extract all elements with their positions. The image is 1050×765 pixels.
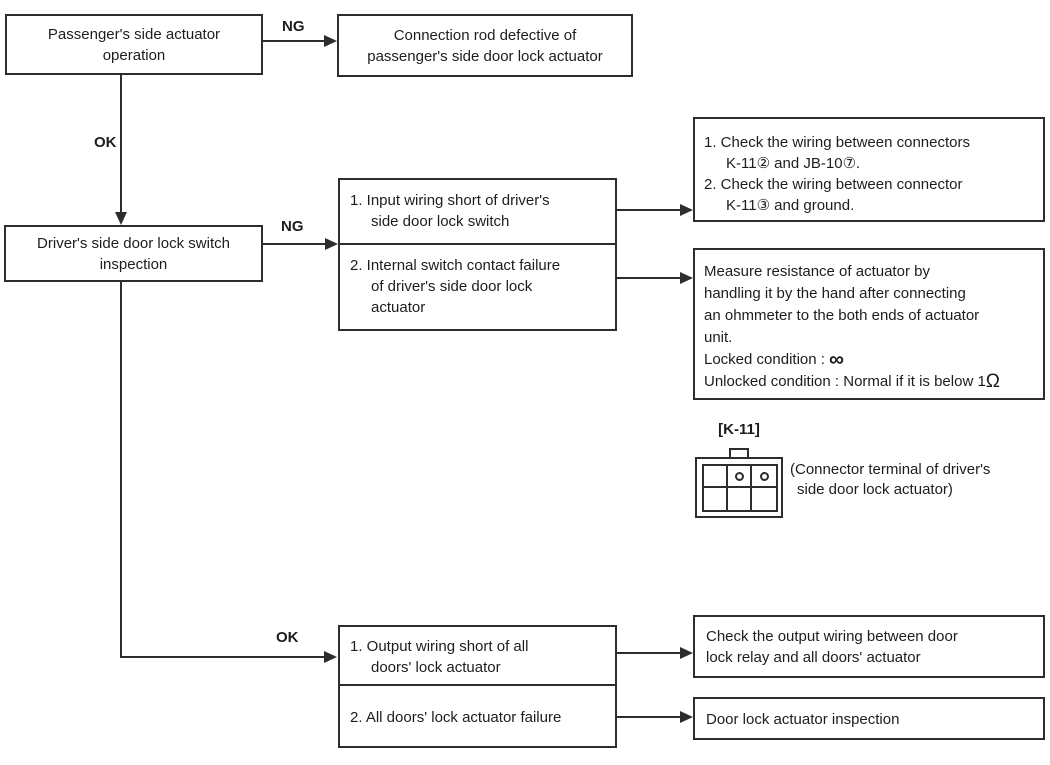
connector-cell bbox=[752, 466, 776, 488]
caption-line: (Connector terminal of driver's bbox=[790, 461, 991, 478]
box-text-line: an ohmmeter to the both ends of actuator bbox=[704, 307, 980, 324]
box-text-line: 1. Output wiring short of all bbox=[350, 638, 529, 655]
ohm-symbol: Ω bbox=[985, 371, 1001, 392]
box-text-line: 2. Internal switch contact failure bbox=[350, 257, 561, 274]
arrow-line-ng-item2-to-measure bbox=[617, 277, 682, 279]
driver-door-lock-switch-inspection-box: Driver's side door lock switch inspectio… bbox=[4, 225, 263, 282]
ng-label-1: NG bbox=[282, 18, 305, 35]
terminal-circle bbox=[734, 471, 744, 481]
box-text-line: Measure resistance of actuator by bbox=[704, 263, 930, 280]
arrow-line-driver-to-ng-causes bbox=[263, 243, 327, 245]
arrowhead-right-icon bbox=[680, 204, 693, 216]
box-text-line: Check the output wiring between door bbox=[706, 628, 958, 645]
connector-cell bbox=[704, 488, 728, 510]
connector-tab bbox=[729, 448, 749, 459]
ng-cause-item-2: 2. Internal switch contact failure of dr… bbox=[340, 243, 615, 318]
box-text-line: 1. Check the wiring between connectors bbox=[704, 134, 970, 151]
box-text-line: K-11③ and ground. bbox=[726, 197, 855, 214]
ok-label-2: OK bbox=[276, 629, 299, 646]
ng-cause-item-1: 1. Input wiring short of driver's side d… bbox=[340, 180, 615, 243]
box-text-line: unit. bbox=[704, 329, 733, 346]
box-text-line: 2. All doors' lock actuator failure bbox=[350, 709, 562, 726]
box-text-line: handling it by the hand after connecting bbox=[704, 285, 966, 302]
arrowhead-right-icon bbox=[680, 272, 693, 284]
connector-caption: (Connector terminal of driver's side doo… bbox=[790, 460, 990, 500]
measure-resistance-box: Measure resistance of actuator by handli… bbox=[693, 248, 1045, 400]
box-text-line: K-11② and JB-10⑦. bbox=[726, 155, 861, 172]
connector-k11-label: [K-11] bbox=[718, 421, 760, 438]
ok-cause-item-1: 1. Output wiring short of all doors' loc… bbox=[340, 627, 615, 684]
box-text-line: 2. Check the wiring between connector bbox=[704, 176, 963, 193]
arrow-line-ok-item1-to-output-wiring bbox=[617, 652, 682, 654]
door-lock-actuator-inspection-box: Door lock actuator inspection bbox=[693, 697, 1045, 740]
arrow-line-ng-item1-to-check-wiring bbox=[617, 209, 682, 211]
arrow-line-driver-ok-vertical bbox=[120, 282, 122, 658]
box-text-line: operation bbox=[102, 47, 166, 64]
box-text-line: actuator bbox=[371, 299, 426, 316]
arrowhead-right-icon bbox=[325, 238, 338, 250]
box-text-line: Unlocked condition : Normal if it is bel… bbox=[704, 371, 1001, 392]
box-text-line: doors' lock actuator bbox=[371, 659, 501, 676]
infinity-symbol: ∞ bbox=[829, 348, 845, 371]
connection-rod-defective-box: Connection rod defective of passenger's … bbox=[337, 14, 633, 77]
passenger-actuator-operation-box: Passenger's side actuator operation bbox=[5, 14, 263, 75]
arrowhead-right-icon bbox=[324, 651, 337, 663]
ok-causes-box: 1. Output wiring short of all doors' loc… bbox=[338, 625, 617, 748]
arrowhead-right-icon bbox=[680, 711, 693, 723]
connector-terminal-grid bbox=[702, 464, 778, 512]
connector-cell bbox=[728, 488, 752, 510]
box-text-line: inspection bbox=[99, 256, 168, 273]
output-wiring-box: Check the output wiring between door loc… bbox=[693, 615, 1045, 678]
box-text-line: Connection rod defective of bbox=[393, 27, 577, 44]
arrowhead-right-icon bbox=[324, 35, 337, 47]
connector-cell bbox=[728, 466, 752, 488]
connector-cell bbox=[752, 488, 776, 510]
connector-cell bbox=[704, 466, 728, 488]
box-text-line: 1. Input wiring short of driver's bbox=[350, 192, 550, 209]
arrow-line-passenger-to-connection-rod bbox=[263, 40, 327, 42]
arrow-line-passenger-to-driver bbox=[120, 75, 122, 213]
box-text-line: side door lock switch bbox=[371, 213, 510, 230]
box-text-line: Passenger's side actuator bbox=[47, 26, 221, 43]
arrowhead-down-icon bbox=[115, 212, 127, 225]
terminal-circle bbox=[759, 471, 769, 481]
arrow-line-ok-item2-to-inspection bbox=[617, 716, 682, 718]
arrowhead-right-icon bbox=[680, 647, 693, 659]
check-wiring-box: 1. Check the wiring between connectors K… bbox=[693, 117, 1045, 222]
box-text-line: passenger's side door lock actuator bbox=[367, 48, 603, 65]
ok-cause-item-2: 2. All doors' lock actuator failure bbox=[340, 684, 615, 728]
box-text-line: Driver's side door lock switch bbox=[37, 235, 230, 252]
box-text-line: Door lock actuator inspection bbox=[706, 711, 900, 728]
box-text-line: lock relay and all doors' actuator bbox=[706, 649, 921, 666]
arrow-line-driver-ok-horizontal bbox=[120, 656, 325, 658]
box-text-line: of driver's side door lock bbox=[371, 278, 533, 295]
box-text-line: Locked condition : ∞ bbox=[704, 348, 845, 371]
ng-causes-box: 1. Input wiring short of driver's side d… bbox=[338, 178, 617, 331]
caption-line: side door lock actuator) bbox=[797, 481, 953, 498]
ng-label-2: NG bbox=[281, 218, 304, 235]
ok-label-1: OK bbox=[94, 134, 117, 151]
